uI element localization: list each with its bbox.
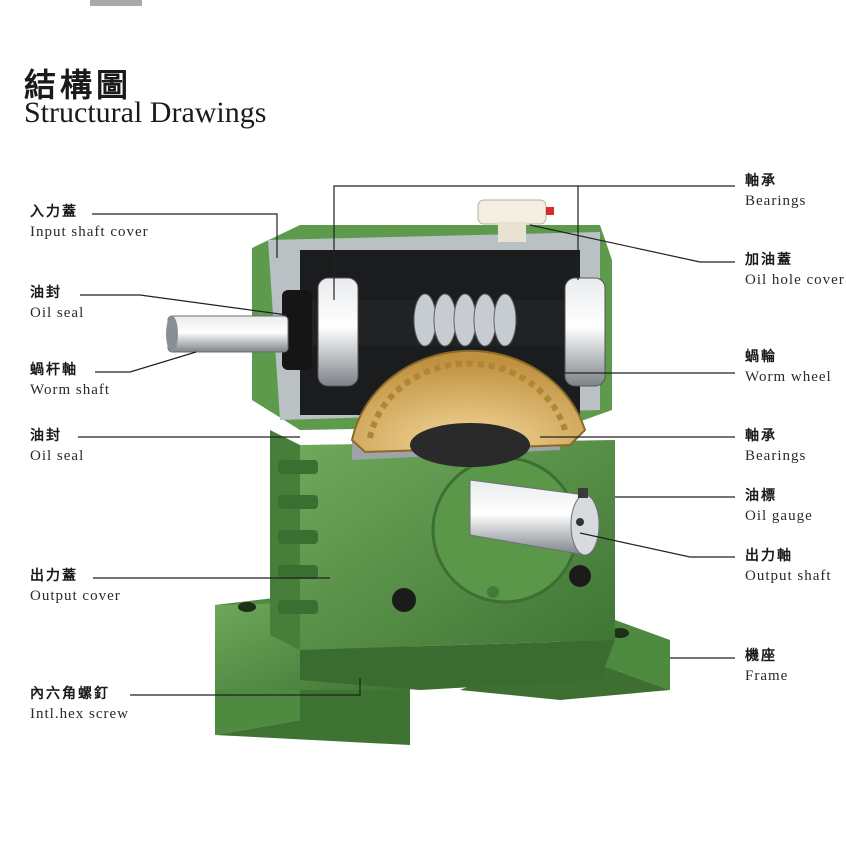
label-en: Oil seal [30,304,85,321]
leader-output-shaft [579,532,735,558]
label-en: Frame [745,667,789,684]
label-cn: 油標 [745,488,777,504]
title-english: Structural Drawings [24,96,267,129]
label-en: Worm wheel [745,368,832,385]
label-en: Worm shaft [30,381,111,398]
leader-input-cover [92,213,278,258]
label-cn: 油封 [30,428,62,444]
label-en: Oil seal [30,447,85,464]
label-hex-screw: 內六角螺釘 Intl.hex screw [30,686,129,723]
label-cn: 軸承 [745,173,777,189]
label-en: Oil gauge [745,507,813,524]
label-en: Intl.hex screw [30,705,129,722]
label-frame: 機座 Frame [745,648,788,685]
label-en: Output cover [30,587,121,604]
label-cn: 軸承 [745,428,777,444]
output-shaft [469,479,600,556]
label-cn: 蝸杆軸 [30,362,78,378]
label-oil-gauge: 油標 Oil gauge [745,488,813,525]
label-en: Bearings [745,447,807,464]
label-cn: 油封 [30,285,62,301]
label-oil-seal-upper: 油封 Oil seal [30,285,84,322]
label-cn: 機座 [745,648,777,664]
leader-bearings-top [333,185,735,300]
label-bearings-top: 軸承 Bearings [745,173,806,210]
leader-worm-shaft [95,351,197,373]
label-en: Output shaft [745,567,832,584]
label-worm-shaft: 蝸杆軸 Worm shaft [30,362,110,399]
label-oil-seal-lower: 油封 Oil seal [30,428,84,465]
label-en: Input shaft cover [30,223,149,240]
label-cn: 蝸輪 [745,349,777,365]
leader-hex-screw [130,678,361,696]
lower-housing [270,430,615,690]
oil-hole-cover [477,199,554,242]
label-output-cover: 出力蓋 Output cover [30,568,121,605]
label-oil-hole-cover: 加油蓋 Oil hole cover [745,252,845,289]
label-worm-wheel: 蝸輪 Worm wheel [745,349,832,386]
label-cn: 入力蓋 [30,204,78,220]
corner-tab [90,0,142,6]
leader-oil-seal-1 [80,294,288,316]
label-cn: 加油蓋 [745,252,793,268]
label-cn: 內六角螺釘 [30,686,110,702]
leader-oil-hole [529,224,735,263]
label-en: Oil hole cover [745,271,845,288]
worm-wheel [350,349,587,467]
label-cn: 出力軸 [745,548,793,564]
worm-shaft-assembly [166,277,606,387]
title-chinese: 結構圖 [24,66,133,104]
leader-lines [78,185,735,696]
label-cn: 出力蓋 [30,568,78,584]
label-output-shaft: 出力軸 Output shaft [745,548,832,585]
label-bearings-mid: 軸承 Bearings [745,428,806,465]
label-input-shaft-cover: 入力蓋 Input shaft cover [30,204,149,241]
label-en: Bearings [745,192,807,209]
